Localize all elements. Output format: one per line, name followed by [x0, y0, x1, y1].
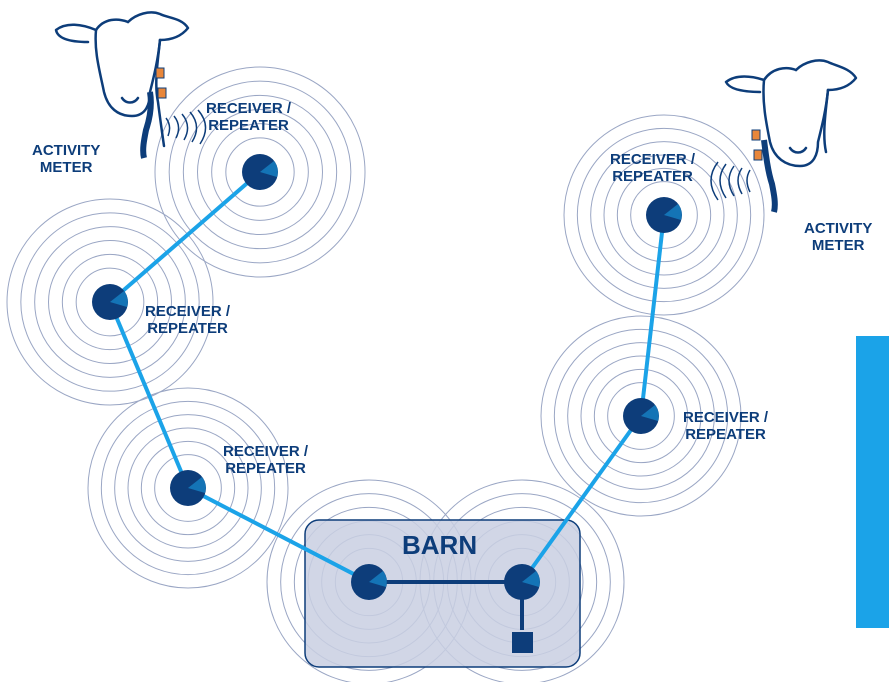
signal-ring: [211, 123, 309, 221]
signal-ring: [225, 137, 295, 207]
receiver-label-4: RECEIVER / REPEATER: [610, 151, 696, 185]
cow-collar-left: [140, 67, 167, 159]
receiver-node-highlight: [369, 571, 387, 587]
signal-ring: [168, 80, 352, 264]
signal-arrow: [518, 420, 639, 585]
signal-arrows: [107, 175, 668, 586]
receiver-node-highlight: [110, 291, 128, 307]
receiver-label-1: RECEIVER / REPEATER: [206, 100, 292, 134]
receiver-label-5: RECEIVER / REPEATER: [683, 409, 769, 443]
signal-arrow: [111, 306, 193, 490]
signal-arrow: [636, 219, 668, 416]
receiver-nodes: [92, 154, 682, 600]
signal-ring: [154, 66, 366, 278]
activity-meter-label-left: ACTIVITY METER: [32, 142, 101, 176]
activity-meter-tag-icon: [751, 129, 761, 141]
receiver-node-highlight: [664, 204, 682, 220]
signal-ring: [182, 94, 338, 250]
signal-arrow: [192, 489, 371, 586]
receiver-label-3: RECEIVER / REPEATER: [223, 443, 309, 477]
activity-meter-label-right: ACTIVITY METER: [804, 220, 873, 254]
receiver-label-2: RECEIVER / REPEATER: [145, 303, 231, 337]
radio-wave-icon: [165, 109, 207, 145]
receiver-node-highlight: [522, 571, 540, 587]
cow-collar-right: [751, 129, 778, 213]
side-accent-bar: [856, 336, 889, 628]
receiver-node-highlight: [641, 405, 659, 421]
barn-box: [304, 519, 581, 668]
receiver-node-highlight: [188, 477, 206, 493]
signal-ring: [197, 109, 323, 235]
base-station-icon: [512, 632, 533, 653]
receiver-node-highlight: [260, 161, 278, 177]
activity-meter-tag-icon: [753, 149, 763, 161]
barn-label: BARN: [402, 530, 478, 560]
cow-head-icon: [54, 11, 190, 148]
activity-meter-tag-icon: [155, 67, 165, 79]
cow-head-icon: [724, 59, 858, 168]
signal-arrow: [107, 175, 257, 306]
radio-wave-icon: [710, 161, 751, 201]
activity-meter-tag-icon: [157, 87, 167, 99]
